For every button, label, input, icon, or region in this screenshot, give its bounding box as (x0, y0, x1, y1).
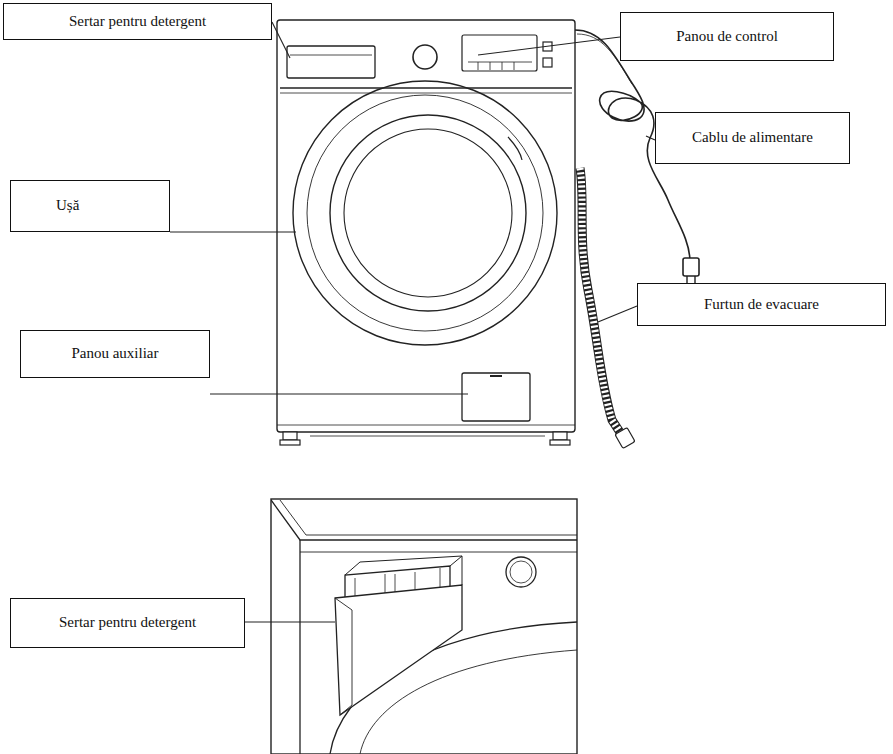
machine-body (277, 20, 575, 432)
label-box: Sertar pentru detergent (10, 598, 245, 648)
part-name: Panou de control (676, 28, 778, 45)
label-box: Cablu de alimentare (655, 112, 850, 164)
leader-line (646, 136, 655, 140)
label-box: Ușă (10, 180, 170, 232)
drain-hose (580, 168, 625, 440)
leader-line (170, 22, 655, 622)
part-name: Cablu de alimentare (692, 129, 813, 146)
machine-feet (553, 432, 567, 440)
label-box: Panou de control (620, 12, 834, 61)
label-box: Sertar pentru detergent (3, 3, 272, 40)
part-name: Sertar pentru detergent (59, 614, 196, 631)
inset-drawer-detail (271, 500, 577, 540)
leader-line (478, 37, 620, 55)
machine-body (280, 87, 572, 88)
machine-body (280, 93, 572, 94)
inset-drawer-detail (510, 561, 532, 583)
drain-hose (615, 428, 635, 449)
power-cable (683, 258, 699, 276)
control-display (543, 58, 552, 67)
machine-feet (310, 436, 545, 437)
door (293, 81, 557, 345)
detergent-drawer (287, 46, 375, 78)
detergent-drawer (287, 46, 375, 78)
leader-line (210, 393, 468, 394)
machine-feet (280, 440, 300, 445)
control-display (490, 62, 491, 70)
drain-hose (580, 168, 635, 448)
machine-feet (283, 432, 297, 440)
auxiliary-panel (490, 375, 502, 377)
machine-feet (280, 432, 570, 445)
part-name: Ușă (56, 197, 79, 214)
machine-body (277, 425, 575, 426)
label-box: Panou auxiliar (20, 330, 210, 378)
control-display (462, 35, 552, 71)
inset-drawer-detail (280, 500, 577, 535)
auxiliary-panel (462, 373, 530, 421)
control-display (502, 62, 503, 70)
inset-drawer-detail (345, 556, 462, 575)
inset-drawer-detail (506, 557, 536, 587)
leader-line (170, 231, 296, 232)
program-knob (413, 45, 437, 69)
part-name: Panou auxiliar (71, 345, 158, 362)
door (307, 95, 543, 331)
control-display (514, 62, 515, 70)
program-knob (413, 45, 437, 69)
leader-line (598, 306, 637, 322)
inset-drawer-detail (335, 585, 462, 715)
leader-line (272, 22, 290, 58)
door (293, 81, 557, 345)
label-box: Furtun de evacuare (637, 283, 886, 326)
control-display (478, 62, 479, 70)
leader-line (245, 621, 335, 622)
part-name: Furtun de evacuare (704, 296, 819, 313)
inset-frame (271, 499, 577, 754)
inset-frame (271, 499, 577, 754)
inset-drawer-detail (299, 540, 300, 754)
auxiliary-panel (462, 373, 530, 421)
door (330, 115, 526, 311)
control-display (462, 35, 537, 71)
drain-hose (580, 168, 625, 440)
inset-drawer-detail (335, 598, 352, 715)
door (344, 129, 512, 297)
inset-drawer-detail (300, 552, 577, 553)
inset-drawer-detail (271, 500, 577, 754)
door (508, 137, 522, 160)
machine-body (277, 20, 575, 432)
detergent-drawer (290, 55, 372, 56)
part-name: Sertar pentru detergent (69, 13, 206, 30)
machine-feet (550, 440, 570, 445)
